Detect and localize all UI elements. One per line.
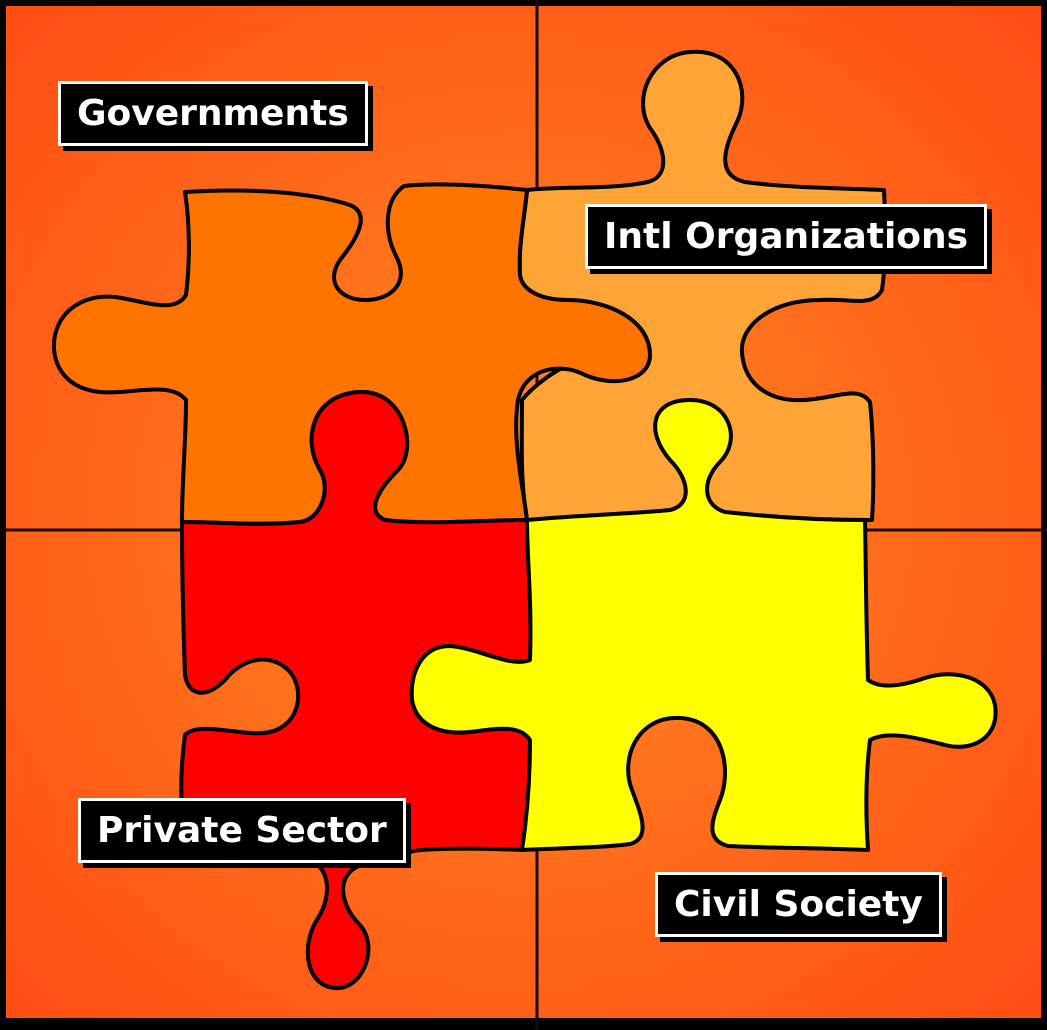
label-governments: Governments <box>58 81 368 146</box>
label-private-sector: Private Sector <box>78 798 406 863</box>
label-intl-organizations: Intl Organizations <box>585 204 988 269</box>
label-civil-society: Civil Society <box>655 872 942 937</box>
piece-civil-society <box>409 398 998 852</box>
